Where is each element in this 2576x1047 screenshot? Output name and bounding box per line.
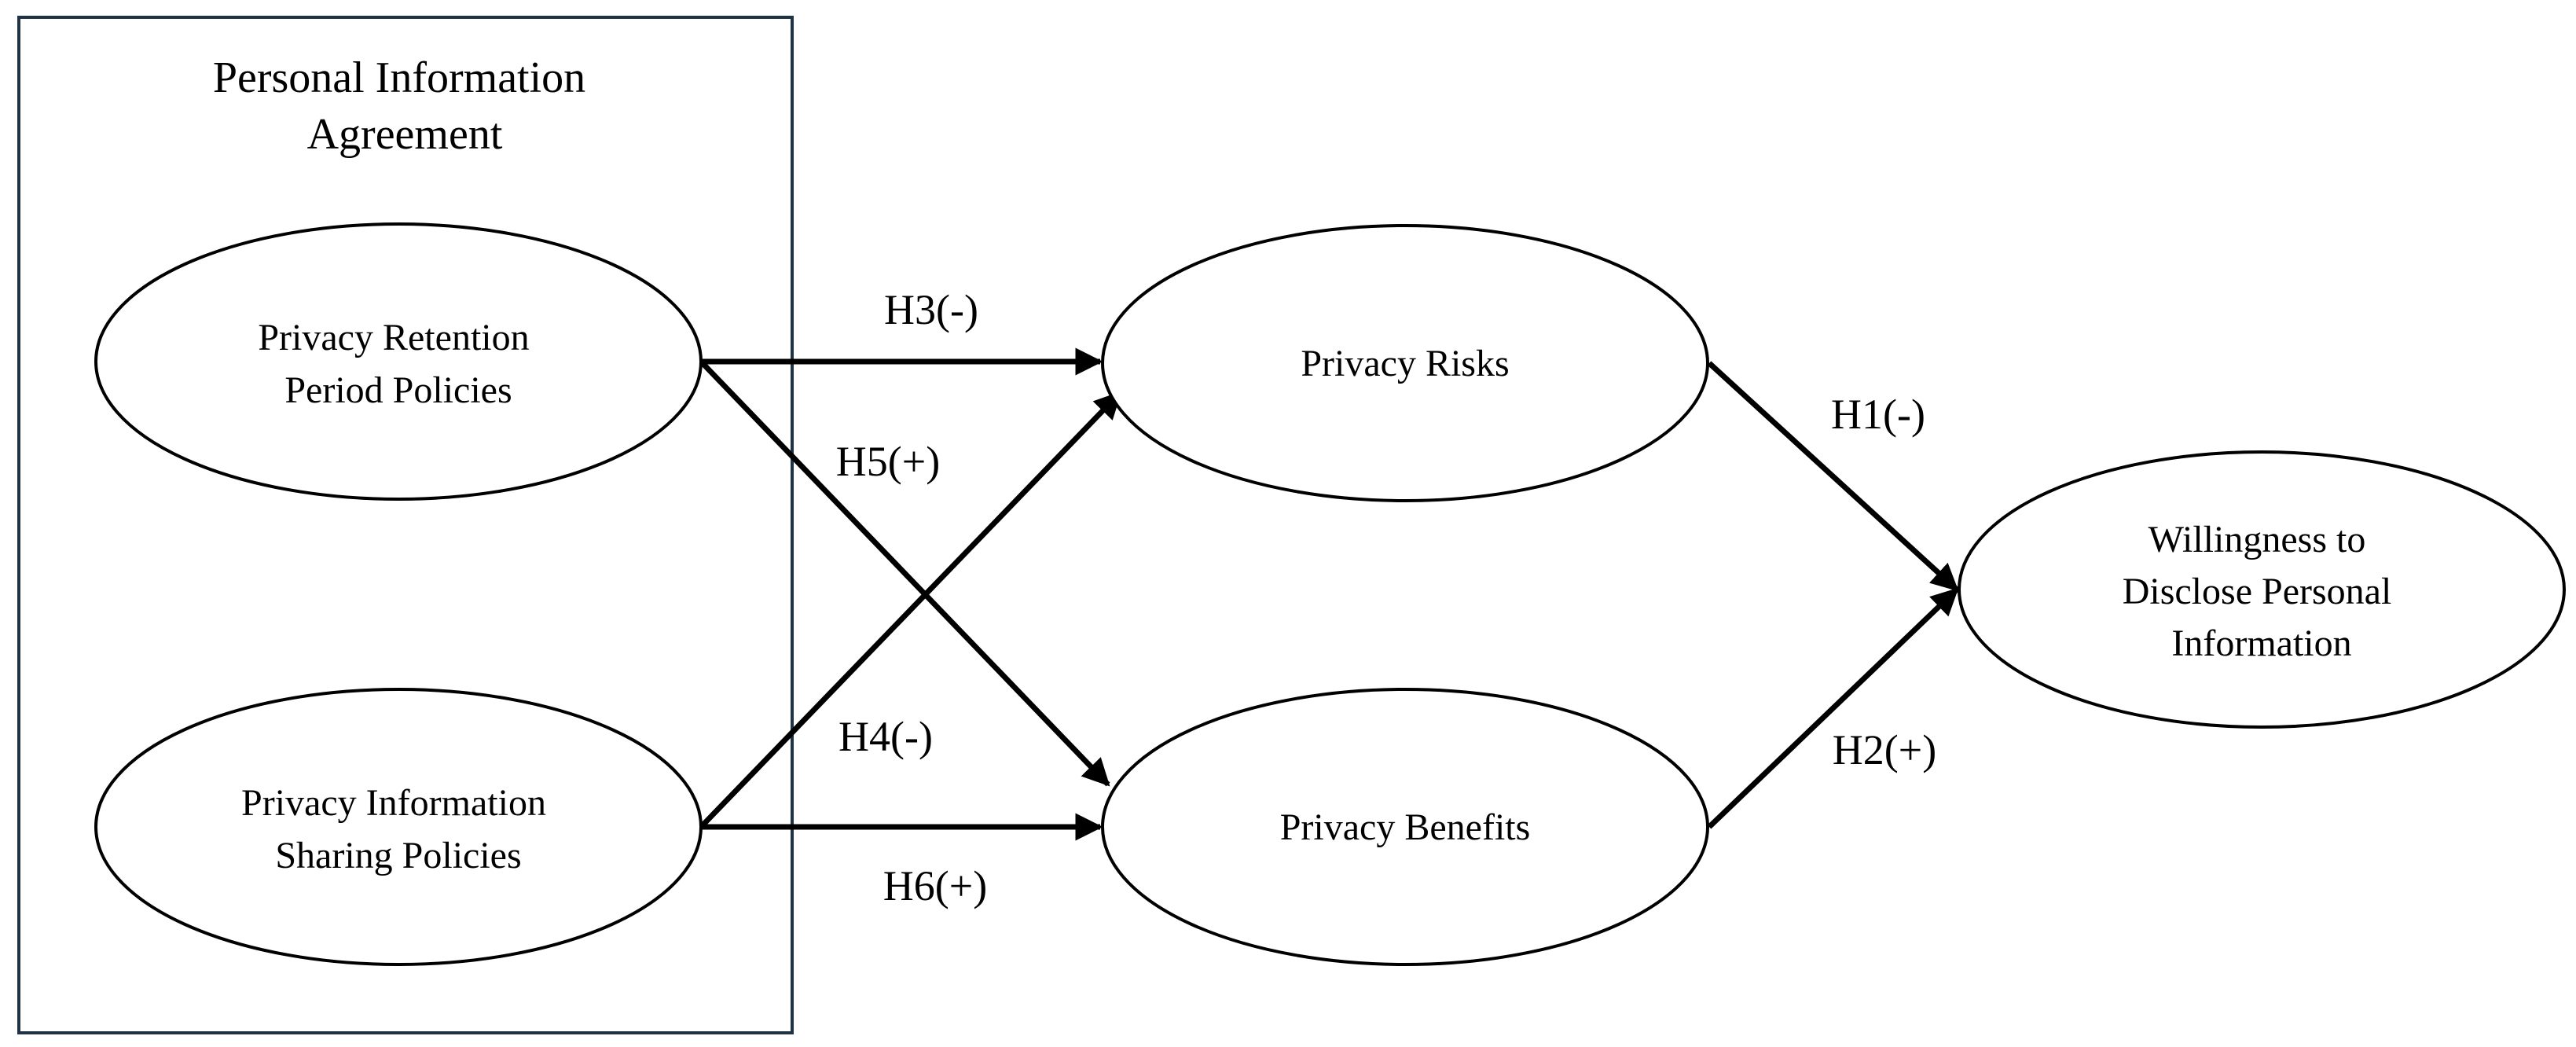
edge-label-h3: H3(-) [884, 286, 978, 333]
group-title: Personal Information Agreement [213, 53, 596, 159]
node-sharing-line-1: Privacy Information [241, 782, 546, 824]
node-privacy-risks [1101, 224, 1709, 502]
group-title-line-1: Personal Information [213, 53, 585, 102]
edge-label-h6: H6(+) [883, 862, 987, 909]
node-privacy-information-sharing-policies [94, 688, 703, 966]
edge-label-h1: H1(-) [1831, 391, 1925, 438]
edge-h5 [699, 359, 1110, 787]
node-benefits-label: Privacy Benefits [1280, 806, 1531, 848]
node-privacy-retention-period-policies [94, 222, 703, 501]
node-benefits-line-1: Privacy Benefits [1280, 806, 1531, 848]
node-willingness-label: Willingness to Disclose Personal Informa… [2123, 519, 2402, 664]
edge-h1 [1707, 361, 1959, 592]
personal-information-agreement-group [17, 16, 794, 1034]
edge-label-h2: H2(+) [1833, 726, 1936, 773]
node-privacy-benefits [1101, 688, 1709, 966]
edge-label-h5: H5(+) [836, 438, 940, 485]
edge-h4 [699, 391, 1122, 829]
node-retention-label: Privacy Retention Period Policies [258, 317, 538, 411]
node-risks-label: Privacy Risks [1301, 343, 1509, 384]
edge-h2 [1707, 587, 1959, 829]
node-sharing-line-2: Sharing Policies [275, 835, 521, 876]
node-retention-line-2: Period Policies [284, 369, 512, 411]
node-willingness-line-1: Willingness to [2149, 519, 2366, 560]
edge-label-h4: H4(-) [838, 713, 933, 760]
node-willingness-line-3: Information [2171, 623, 2351, 664]
group-title-line-2: Agreement [307, 110, 503, 159]
node-risks-line-1: Privacy Risks [1301, 343, 1509, 384]
node-sharing-label: Privacy Information Sharing Policies [241, 782, 556, 876]
node-willingness-to-disclose [1958, 450, 2566, 729]
node-retention-line-1: Privacy Retention [258, 317, 529, 358]
node-willingness-line-2: Disclose Personal [2123, 571, 2392, 612]
